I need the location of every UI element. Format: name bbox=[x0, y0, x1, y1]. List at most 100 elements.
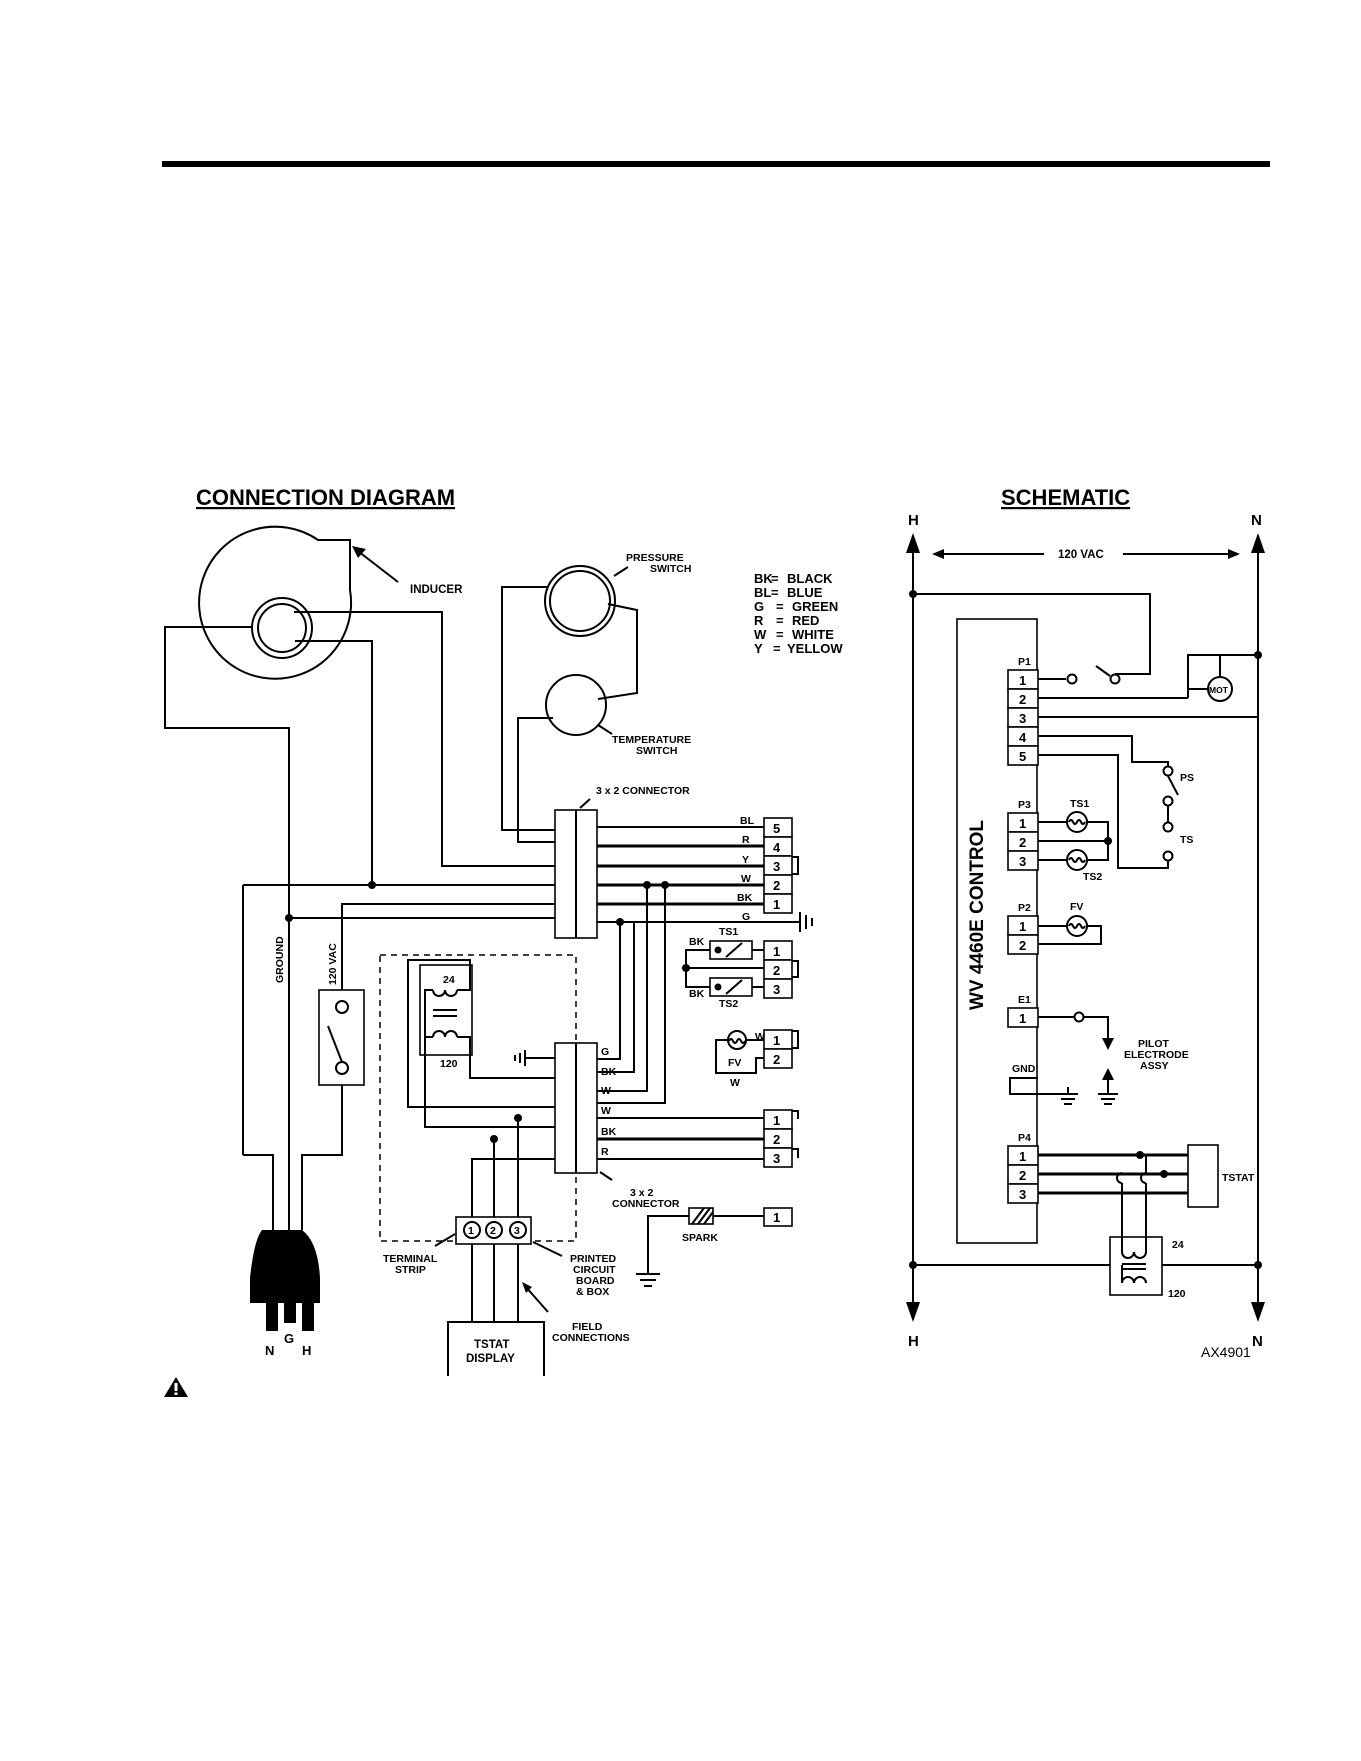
svg-text:GND: GND bbox=[1012, 1063, 1036, 1075]
ground-label: GROUND bbox=[274, 936, 286, 983]
svg-text:=: = bbox=[776, 627, 784, 642]
schematic-transformer bbox=[1109, 1236, 1163, 1296]
svg-text:=: = bbox=[771, 585, 779, 600]
spark-ground-symbol bbox=[636, 1273, 660, 1287]
pilot-ground-symbol bbox=[1098, 1093, 1118, 1105]
gnd-ground-symbol bbox=[1058, 1093, 1078, 1105]
warning-icon bbox=[164, 1377, 188, 1397]
svg-text:1: 1 bbox=[1019, 1011, 1026, 1026]
svg-text:2: 2 bbox=[773, 963, 780, 978]
svg-text:P1: P1 bbox=[1018, 656, 1031, 668]
schematic-heading: SCHEMATIC bbox=[1001, 485, 1130, 510]
svg-text:MOT: MOT bbox=[1209, 685, 1229, 695]
svg-text:P4: P4 bbox=[1018, 1132, 1031, 1144]
svg-text:ASSY: ASSY bbox=[1140, 1060, 1169, 1072]
svg-text:G: G bbox=[601, 1046, 609, 1058]
svg-text:2: 2 bbox=[773, 878, 780, 893]
wire-label-y: Y bbox=[742, 854, 749, 866]
terminal-strip-label-2: STRIP bbox=[395, 1264, 426, 1276]
p1-connector: 1 2 3 4 5 bbox=[1007, 669, 1039, 766]
tstat-label: TSTAT bbox=[1222, 1172, 1255, 1184]
svg-text:W: W bbox=[601, 1105, 611, 1117]
svg-text:WHITE: WHITE bbox=[792, 627, 834, 642]
svg-text:BK: BK bbox=[601, 1126, 617, 1138]
svg-text:BLACK: BLACK bbox=[787, 571, 833, 586]
ps-label: PS bbox=[1180, 772, 1194, 784]
svg-text:4: 4 bbox=[1019, 730, 1027, 745]
top-rule bbox=[162, 161, 1270, 167]
svg-text:=: = bbox=[776, 613, 784, 628]
svg-text:3: 3 bbox=[1019, 854, 1026, 869]
svg-text:1: 1 bbox=[468, 1225, 474, 1237]
svg-text:BK: BK bbox=[689, 936, 705, 948]
transformer bbox=[419, 964, 473, 1056]
svg-text:1: 1 bbox=[773, 897, 780, 912]
svg-text:2: 2 bbox=[1019, 1168, 1026, 1183]
connection-diagram: CONNECTION DIAGRAM INDUCER PRESSURE SWIT… bbox=[164, 485, 813, 1376]
svg-text:24: 24 bbox=[443, 974, 455, 986]
svg-text:BOARD: BOARD bbox=[576, 1275, 615, 1287]
wire-label-bk: BK bbox=[737, 892, 753, 904]
svg-text:1: 1 bbox=[773, 1113, 780, 1128]
flame-valve-group: W FV W 1 2 bbox=[715, 1029, 799, 1089]
svg-text:E1: E1 bbox=[1018, 994, 1031, 1006]
schematic-h-top: H bbox=[908, 512, 919, 529]
svg-text:R: R bbox=[754, 613, 764, 628]
schematic-n-top: N bbox=[1251, 512, 1262, 529]
svg-text:2: 2 bbox=[490, 1225, 496, 1237]
schematic-n-bottom: N bbox=[1252, 1333, 1263, 1350]
svg-text:PILOT: PILOT bbox=[1138, 1038, 1170, 1050]
svg-text:ELECTRODE: ELECTRODE bbox=[1124, 1049, 1189, 1061]
svg-text:TS2: TS2 bbox=[1083, 871, 1102, 883]
svg-text:3: 3 bbox=[514, 1225, 520, 1237]
svg-text:P3: P3 bbox=[1018, 799, 1031, 811]
svg-text:=: = bbox=[771, 571, 779, 586]
ts1-ts2-sensor-group: BK TS1 TS2 BK 1 2 3 bbox=[682, 926, 799, 1010]
connection-diagram-heading: CONNECTION DIAGRAM bbox=[196, 485, 455, 510]
svg-text:FIELD: FIELD bbox=[572, 1321, 603, 1333]
color-legend: BK = BLACK BL = BLUE G = GREEN R = RED W… bbox=[754, 571, 843, 656]
p4-connector: 1 2 3 bbox=[1007, 1145, 1039, 1204]
svg-text:120: 120 bbox=[440, 1058, 458, 1070]
pressure-switch bbox=[544, 565, 616, 637]
svg-text:2: 2 bbox=[773, 1132, 780, 1147]
svg-text:2: 2 bbox=[1019, 835, 1026, 850]
wire-label-w: W bbox=[741, 873, 751, 885]
p3-connector: 1 2 3 bbox=[1007, 812, 1039, 871]
terminal-strip-label-1: TERMINAL bbox=[383, 1253, 438, 1265]
svg-text:3: 3 bbox=[773, 859, 780, 874]
pcb-box bbox=[379, 954, 577, 1242]
svg-text:TS1: TS1 bbox=[1070, 798, 1089, 810]
vac-label-left: 120 VAC bbox=[327, 943, 339, 985]
p2-connector: 1 2 bbox=[1007, 915, 1039, 955]
pcb-ground-symbol bbox=[514, 1050, 555, 1066]
wire-label-bl: BL bbox=[740, 815, 755, 827]
spark-label: SPARK bbox=[682, 1232, 718, 1244]
tstat-terminal-block: 1 2 3 bbox=[763, 1109, 799, 1168]
svg-text:W: W bbox=[755, 1031, 765, 1043]
svg-text:1: 1 bbox=[773, 944, 780, 959]
svg-text:FV: FV bbox=[1070, 901, 1083, 913]
line-switch bbox=[318, 989, 365, 1086]
svg-text:G: G bbox=[754, 599, 764, 614]
svg-text:1: 1 bbox=[1019, 673, 1026, 688]
svg-text:RED: RED bbox=[792, 613, 819, 628]
figure-id: AX4901 bbox=[1201, 1344, 1251, 1360]
svg-text:YELLOW: YELLOW bbox=[787, 641, 843, 656]
temperature-switch-label-1: TEMPERATURE bbox=[612, 734, 691, 746]
control-label: WV 4460E CONTROL bbox=[967, 820, 988, 1010]
bottom-connector-label-2: CONNECTOR bbox=[612, 1198, 680, 1210]
svg-text:GREEN: GREEN bbox=[792, 599, 838, 614]
svg-text:CONNECTIONS: CONNECTIONS bbox=[552, 1332, 630, 1344]
svg-text:G: G bbox=[284, 1331, 294, 1346]
svg-text:Y: Y bbox=[754, 641, 763, 656]
power-plug: N G H bbox=[250, 1230, 320, 1358]
svg-text:3: 3 bbox=[1019, 1187, 1026, 1202]
svg-text:2: 2 bbox=[1019, 692, 1026, 707]
temperature-switch bbox=[545, 674, 607, 736]
svg-text:1: 1 bbox=[1019, 816, 1026, 831]
svg-text:5: 5 bbox=[1019, 749, 1026, 764]
wire-label-r: R bbox=[742, 834, 750, 846]
bottom-connector-label-1: 3 x 2 bbox=[630, 1187, 654, 1199]
